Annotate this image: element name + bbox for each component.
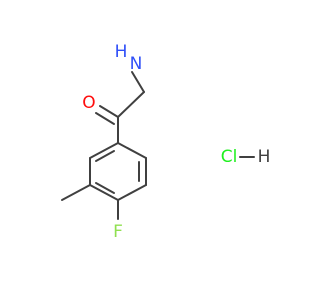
bond-ring-c1-c2 — [89, 142, 119, 159]
salt-hydrogen-label: H — [258, 147, 271, 167]
bond-carbonyl-oxygen-1 — [99, 105, 119, 118]
amine-nitrogen-label: N — [130, 54, 143, 74]
bond-group — [61, 71, 255, 220]
bond-ring-inner-2 — [95, 182, 115, 194]
chlorine-label: Cl — [221, 147, 238, 167]
bond-ring-c4-c5 — [117, 184, 147, 201]
bond-ring-c6-c1 — [117, 142, 147, 159]
carbonyl-oxygen-label: O — [82, 93, 95, 113]
atom-labels: H N O F Cl H — [82, 42, 270, 242]
fluorine-label: F — [113, 222, 123, 242]
bond-ring-c3-c4 — [89, 184, 119, 201]
amine-hydrogen-label: H — [115, 42, 128, 62]
bond-carbonyl-oxygen-2 — [95, 112, 115, 125]
bond-ring-inner-1 — [95, 150, 115, 162]
structure-canvas: H N O F Cl H — [61, 42, 271, 242]
bond-n-ch2 — [131, 71, 145, 93]
chemical-structure-diagram: H N O F Cl H — [61, 42, 270, 242]
bond-methyl — [61, 184, 91, 201]
bond-ch2-carbonyl — [117, 91, 145, 118]
